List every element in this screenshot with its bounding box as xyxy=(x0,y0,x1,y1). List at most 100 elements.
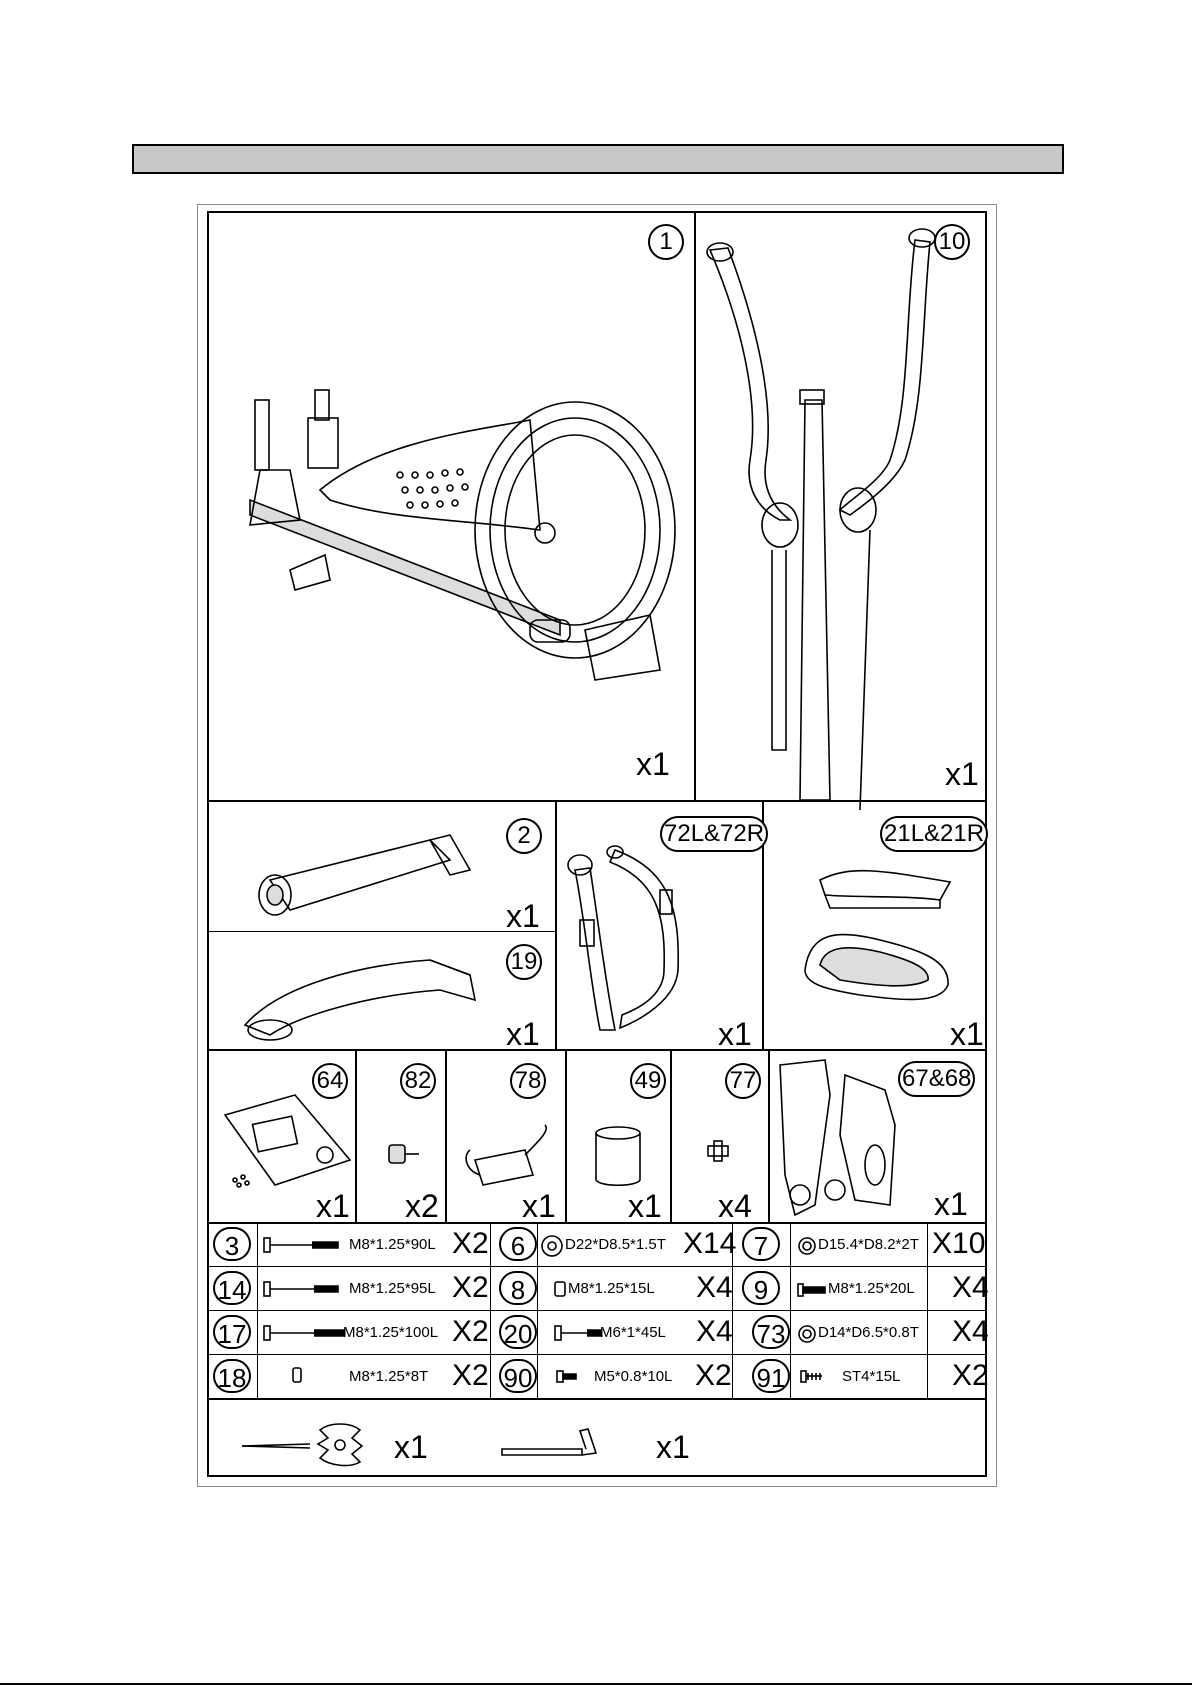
grid-line xyxy=(207,931,555,932)
part-qty: x1 xyxy=(934,1188,968,1220)
bolt-icon xyxy=(262,1280,342,1300)
part-number-badge: 21L&21R xyxy=(880,816,988,852)
part-number-badge: 1 xyxy=(648,224,684,260)
part-qty: x1 xyxy=(950,1018,984,1050)
hardware-qty: X4 xyxy=(952,1317,989,1347)
hardware-number: 91 xyxy=(752,1359,790,1393)
hardware-spec: M8*1.25*100L xyxy=(343,1324,438,1342)
wrench-screwdriver-icon xyxy=(240,1420,380,1465)
hardware-qty: X2 xyxy=(695,1361,732,1391)
hardware-qty: X2 xyxy=(452,1229,489,1259)
tool-qty: x1 xyxy=(656,1431,690,1463)
hardware-qty: X4 xyxy=(952,1273,989,1303)
grid-line xyxy=(790,1222,791,1398)
grid-line xyxy=(490,1222,491,1398)
console-icon xyxy=(215,1085,355,1195)
hardware-number: 73 xyxy=(752,1315,790,1349)
grid-line xyxy=(207,1310,987,1311)
nut-icon xyxy=(290,1366,306,1386)
grid-line xyxy=(670,1049,672,1222)
screw-icon xyxy=(797,1282,827,1298)
grid-line xyxy=(565,1049,567,1222)
hardware-qty: X10 xyxy=(932,1229,985,1259)
knob-icon xyxy=(385,1140,425,1170)
part-number-badge: 82 xyxy=(400,1063,436,1099)
grid-line xyxy=(445,1049,447,1222)
bolt-icon xyxy=(553,1324,603,1344)
washer-icon xyxy=(797,1324,817,1344)
part-number-badge: 77 xyxy=(725,1063,761,1099)
hardware-qty: X2 xyxy=(952,1361,989,1391)
bolt-icon xyxy=(262,1236,342,1256)
part-qty: x1 xyxy=(316,1190,350,1222)
hardware-qty: X2 xyxy=(452,1317,489,1347)
elliptical-frame-icon xyxy=(230,380,680,710)
part-qty: x1 xyxy=(636,748,670,780)
hardware-qty: X2 xyxy=(452,1361,489,1391)
front-stabilizer-icon xyxy=(250,820,480,920)
hardware-qty: X2 xyxy=(452,1273,489,1303)
hardware-number: 8 xyxy=(499,1271,537,1305)
part-qty: x1 xyxy=(506,900,540,932)
grid-line xyxy=(207,1266,987,1267)
part-qty: x1 xyxy=(718,1018,752,1050)
handlebar-post-icon xyxy=(700,220,980,800)
rear-stabilizer-icon xyxy=(240,945,490,1045)
hardware-number: 7 xyxy=(742,1227,780,1261)
grid-line xyxy=(207,1354,987,1355)
hardware-spec: M8*1.25*8T xyxy=(349,1368,428,1386)
screw-icon xyxy=(800,1370,824,1384)
bolt-icon xyxy=(262,1324,346,1344)
grid-line xyxy=(927,1222,928,1398)
grid-line xyxy=(555,800,557,1049)
part-qty: x4 xyxy=(718,1190,752,1222)
part-number-badge: 2 xyxy=(506,818,542,854)
hardware-spec: M6*1*45L xyxy=(600,1324,666,1342)
hardware-number: 14 xyxy=(213,1271,251,1305)
hardware-qty: X14 xyxy=(683,1229,736,1259)
side-cover-icon xyxy=(775,1055,915,1220)
nut-icon xyxy=(553,1280,569,1298)
tool-qty: x1 xyxy=(394,1431,428,1463)
hardware-qty: X4 xyxy=(696,1317,733,1347)
hardware-spec: M8*1.25*15L xyxy=(568,1280,655,1298)
section-header-bar xyxy=(132,144,1064,174)
hardware-spec: M8*1.25*95L xyxy=(349,1280,436,1298)
cap-icon xyxy=(590,1125,650,1190)
hardware-number: 18 xyxy=(213,1359,251,1393)
part-number-badge: 19 xyxy=(506,944,542,980)
allen-key-icon xyxy=(500,1425,600,1460)
grid-line xyxy=(694,211,696,800)
hardware-number: 6 xyxy=(499,1227,537,1261)
clip-icon xyxy=(700,1140,740,1165)
foot-pedal-icon xyxy=(800,860,970,1010)
hardware-spec: D14*D6.5*0.8T xyxy=(818,1324,919,1342)
part-number-badge: 78 xyxy=(510,1063,546,1099)
washer-icon xyxy=(540,1234,564,1258)
hardware-spec: D22*D8.5*1.5T xyxy=(565,1236,666,1254)
screw-icon xyxy=(556,1370,578,1384)
hardware-spec: ST4*15L xyxy=(842,1368,900,1386)
hardware-number: 3 xyxy=(213,1227,251,1261)
grid-line xyxy=(207,800,987,802)
hardware-number: 20 xyxy=(499,1315,537,1349)
grid-line xyxy=(768,1049,770,1222)
hardware-spec: M8*1.25*20L xyxy=(828,1280,915,1298)
hardware-number: 90 xyxy=(499,1359,537,1393)
part-qty: x1 xyxy=(522,1190,556,1222)
grid-line xyxy=(207,1398,987,1400)
part-qty: x1 xyxy=(945,758,979,790)
hardware-number: 17 xyxy=(213,1315,251,1349)
hardware-qty: X4 xyxy=(696,1273,733,1303)
part-qty: x1 xyxy=(506,1018,540,1050)
hardware-spec: M5*0.8*10L xyxy=(594,1368,672,1386)
grid-line xyxy=(355,1049,357,1222)
hardware-spec: D15.4*D8.2*2T xyxy=(818,1236,919,1254)
washer-icon xyxy=(797,1236,817,1256)
part-qty: x2 xyxy=(405,1190,439,1222)
grid-line xyxy=(257,1222,258,1398)
grid-line xyxy=(537,1222,538,1398)
hardware-spec: M8*1.25*90L xyxy=(349,1236,436,1254)
hardware-number: 9 xyxy=(742,1271,780,1305)
part-number-badge: 49 xyxy=(630,1063,666,1099)
